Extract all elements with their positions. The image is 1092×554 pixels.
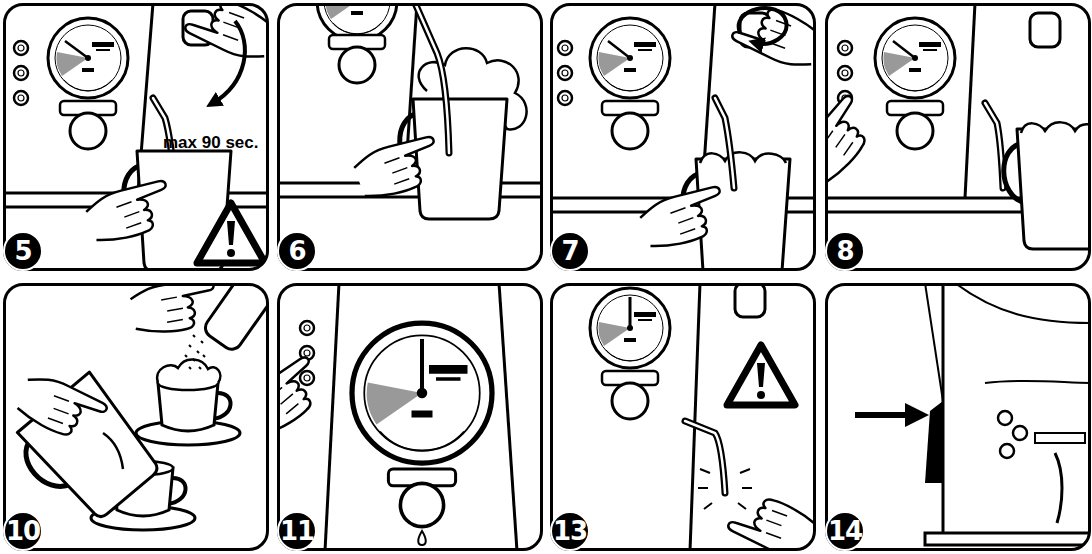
cocoa-shaker bbox=[202, 284, 268, 353]
steam-wand bbox=[985, 103, 1003, 188]
pressure-gauge bbox=[590, 288, 670, 368]
step-panel-art bbox=[550, 0, 825, 279]
steam-wand bbox=[715, 98, 734, 188]
milk-froth bbox=[157, 359, 220, 383]
hand bbox=[83, 175, 178, 249]
steam-knob bbox=[1030, 13, 1060, 47]
tank-edge bbox=[925, 284, 943, 401]
hand bbox=[182, 4, 268, 64]
milk-pitcher bbox=[1004, 129, 1090, 249]
water-level bbox=[925, 401, 943, 483]
pressure-gauge bbox=[590, 18, 670, 98]
group-head bbox=[60, 101, 116, 149]
steam-wand bbox=[685, 421, 725, 493]
pressure-gauge bbox=[352, 323, 492, 463]
machine-edge bbox=[965, 4, 975, 198]
step-panel-art bbox=[277, 0, 543, 219]
step-panel: 10 bbox=[3, 283, 269, 551]
step-panel: 14 bbox=[825, 283, 1091, 551]
hand bbox=[278, 352, 333, 443]
button bbox=[1013, 426, 1027, 440]
gauge-needle bbox=[65, 41, 88, 58]
hand bbox=[129, 284, 220, 338]
steam-wand-highlight bbox=[715, 98, 734, 188]
heat-lines bbox=[698, 469, 752, 509]
group-head bbox=[329, 35, 385, 83]
cocoa-powder bbox=[185, 335, 205, 369]
control-buttons bbox=[14, 41, 28, 105]
gauge-needle bbox=[608, 41, 630, 58]
warning-sign bbox=[197, 203, 265, 263]
step-panel: 11 bbox=[277, 283, 543, 551]
machine-edge bbox=[325, 284, 339, 550]
milk-stream bbox=[103, 433, 123, 469]
coffee-cup bbox=[136, 376, 240, 445]
steam-knob bbox=[735, 284, 765, 317]
step-number: 11 bbox=[277, 511, 317, 551]
machine-base bbox=[925, 533, 1090, 545]
step-panel: 13 bbox=[550, 283, 816, 551]
group-head bbox=[887, 101, 943, 149]
control-buttons bbox=[558, 41, 572, 105]
control-buttons bbox=[300, 321, 314, 385]
milk-froth bbox=[700, 152, 786, 163]
hand bbox=[14, 372, 109, 446]
step-number: 13 bbox=[550, 511, 590, 551]
step-panel-art bbox=[590, 283, 821, 554]
group-head bbox=[1035, 433, 1085, 443]
button bbox=[998, 411, 1012, 425]
pressure-gauge bbox=[48, 18, 128, 98]
machine-body bbox=[985, 381, 1090, 383]
machine-edge bbox=[690, 284, 700, 550]
hand bbox=[729, 4, 815, 72]
pressure-gauge bbox=[875, 18, 955, 98]
milk-froth bbox=[1021, 122, 1090, 133]
turn-arrow bbox=[213, 21, 245, 103]
warning-sign bbox=[727, 345, 795, 405]
milk-pitcher bbox=[7, 372, 166, 533]
group-head bbox=[602, 101, 658, 149]
step-panel-art bbox=[3, 0, 278, 271]
step-number: 5 bbox=[3, 231, 43, 271]
water-drop bbox=[418, 531, 426, 545]
pointer-arrow bbox=[855, 412, 917, 418]
time-note: max 90 sec. bbox=[163, 133, 258, 153]
hand bbox=[637, 181, 732, 255]
step-panel: 7 bbox=[550, 3, 816, 271]
machine-edge bbox=[499, 284, 517, 550]
steam-wand-highlight bbox=[685, 421, 725, 493]
steam-wand bbox=[415, 4, 449, 153]
gauge-needle bbox=[629, 297, 632, 328]
gauge-needle bbox=[420, 339, 424, 393]
step-panel-art bbox=[795, 3, 1092, 249]
hand bbox=[351, 131, 446, 205]
step-number: 10 bbox=[3, 511, 43, 551]
step-panel: 6 bbox=[277, 3, 543, 271]
step-number: 7 bbox=[550, 231, 590, 271]
steam-wand-highlight bbox=[985, 103, 1003, 188]
machine-top bbox=[955, 284, 1090, 323]
hand bbox=[826, 91, 882, 187]
step-number: 14 bbox=[825, 511, 865, 551]
steam-wand bbox=[1055, 453, 1062, 523]
group-head bbox=[602, 371, 658, 419]
hand bbox=[725, 489, 815, 550]
step-panel-art bbox=[7, 273, 274, 533]
step-panel: 8 bbox=[825, 3, 1091, 271]
button bbox=[1000, 444, 1014, 458]
step-panel-art bbox=[855, 283, 1091, 545]
step-number: 6 bbox=[277, 231, 317, 271]
step-number: 8 bbox=[825, 231, 865, 271]
steam-wand-highlight bbox=[415, 4, 449, 153]
turn-arrow bbox=[739, 8, 787, 44]
gauge-needle bbox=[893, 41, 915, 58]
group-head bbox=[388, 469, 455, 527]
